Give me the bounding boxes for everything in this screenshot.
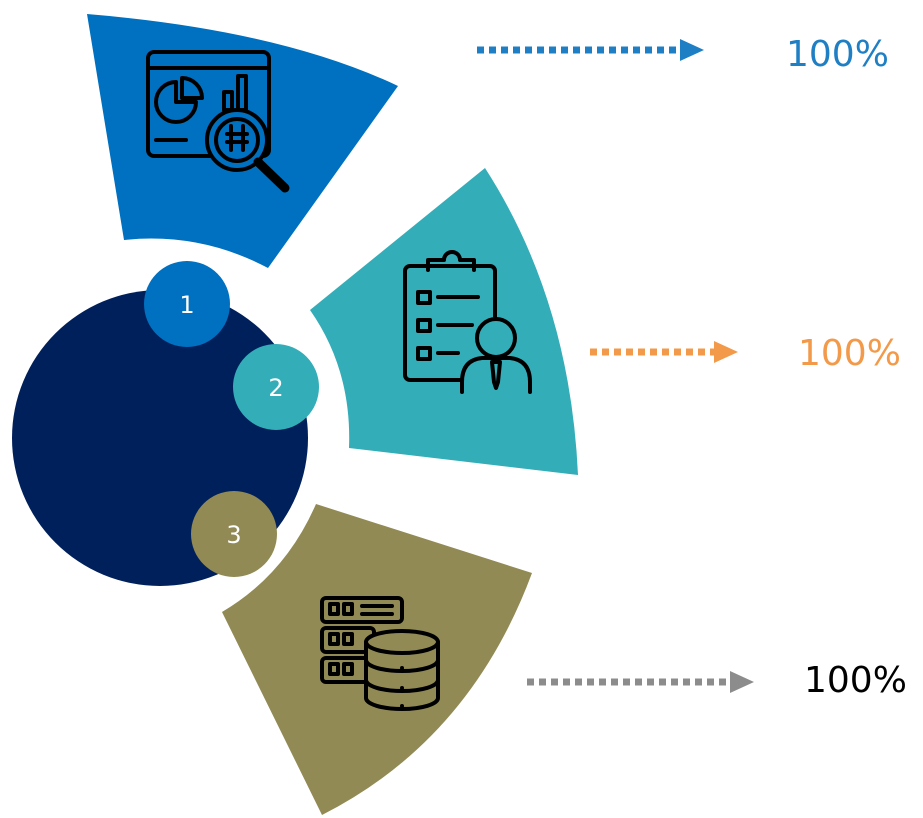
dashboard-analytics-icon	[146, 50, 290, 193]
arrow-2	[590, 341, 738, 363]
badge-3-number: 3	[226, 521, 241, 549]
clipboard-person-icon	[403, 250, 532, 394]
badge-3: 3	[191, 491, 277, 577]
badge-2-number: 2	[268, 374, 283, 402]
value-3: 100%	[804, 660, 907, 701]
value-1: 100%	[786, 34, 889, 75]
arrow-1	[477, 39, 704, 61]
arrow-3	[527, 671, 754, 693]
badge-1-number: 1	[179, 291, 194, 319]
segment-2	[310, 168, 578, 475]
badge-1: 1	[144, 261, 230, 347]
badge-2: 2	[233, 344, 319, 430]
server-database-icon	[320, 596, 440, 711]
value-2: 100%	[798, 333, 901, 374]
